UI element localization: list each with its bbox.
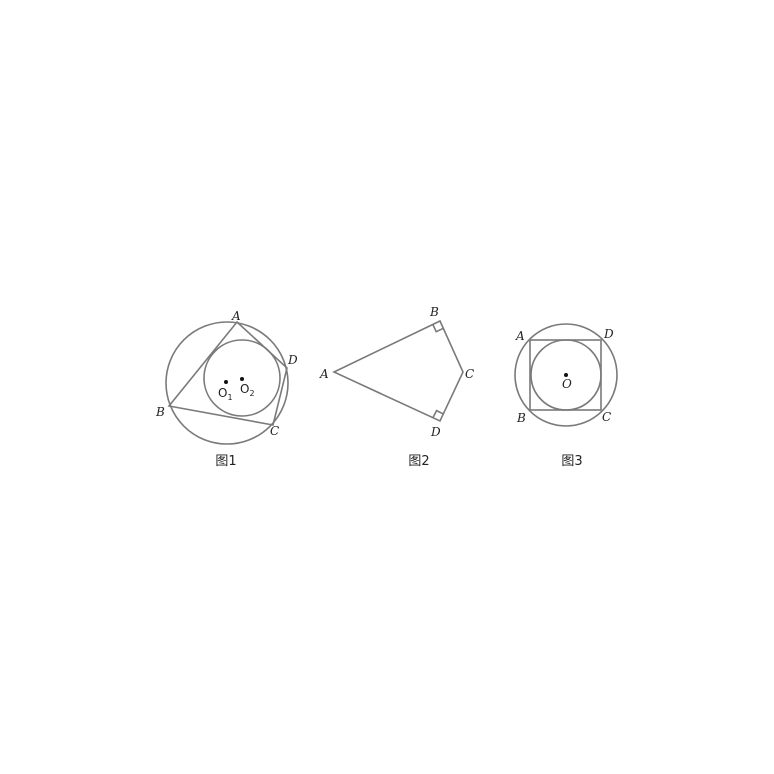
fig3-incircle <box>530 339 602 411</box>
fig2-label-a: A <box>319 367 329 381</box>
fig2-caption: 图2 <box>408 454 429 469</box>
fig2-label-b: B <box>429 305 439 319</box>
figure-3: A B C D O 图3 <box>514 323 618 469</box>
fig1-caption: 图1 <box>215 454 236 469</box>
fig1-quadrilateral-abcd <box>167 320 288 426</box>
fig1-center-o1-dot <box>224 380 228 384</box>
fig3-caption: 图3 <box>561 454 582 469</box>
fig3-label-b: B <box>516 411 526 425</box>
fig3-label-c: C <box>602 410 611 424</box>
fig1-circumcircle <box>165 321 289 445</box>
fig1-label-b: B <box>155 405 165 419</box>
fig1-label-o2: O2 <box>240 382 255 398</box>
fig2-right-angle-d-marker <box>432 409 445 419</box>
fig1-label-o1: O1 <box>218 386 233 402</box>
fig2-kite-abcd <box>332 319 464 423</box>
fig1-label-a: A <box>231 309 241 323</box>
fig3-label-a: A <box>515 329 525 343</box>
fig1-incircle <box>203 339 281 417</box>
fig1-label-d: D <box>287 353 298 367</box>
fig1-center-o2-dot <box>240 377 244 381</box>
figure-1: A B C D O1 O2 图1 <box>155 309 298 469</box>
fig2-right-angle-b-marker <box>432 324 444 333</box>
figure-2: A B C D 图2 <box>319 305 474 469</box>
fig1-label-c: C <box>270 424 279 438</box>
fig2-label-c: C <box>465 367 474 381</box>
fig3-label-d: D <box>603 327 614 341</box>
fig3-center-o-dot <box>564 373 568 377</box>
fig3-label-o: O <box>562 377 572 391</box>
fig2-label-d: D <box>430 425 441 439</box>
fig3-circumcircle <box>514 323 618 427</box>
